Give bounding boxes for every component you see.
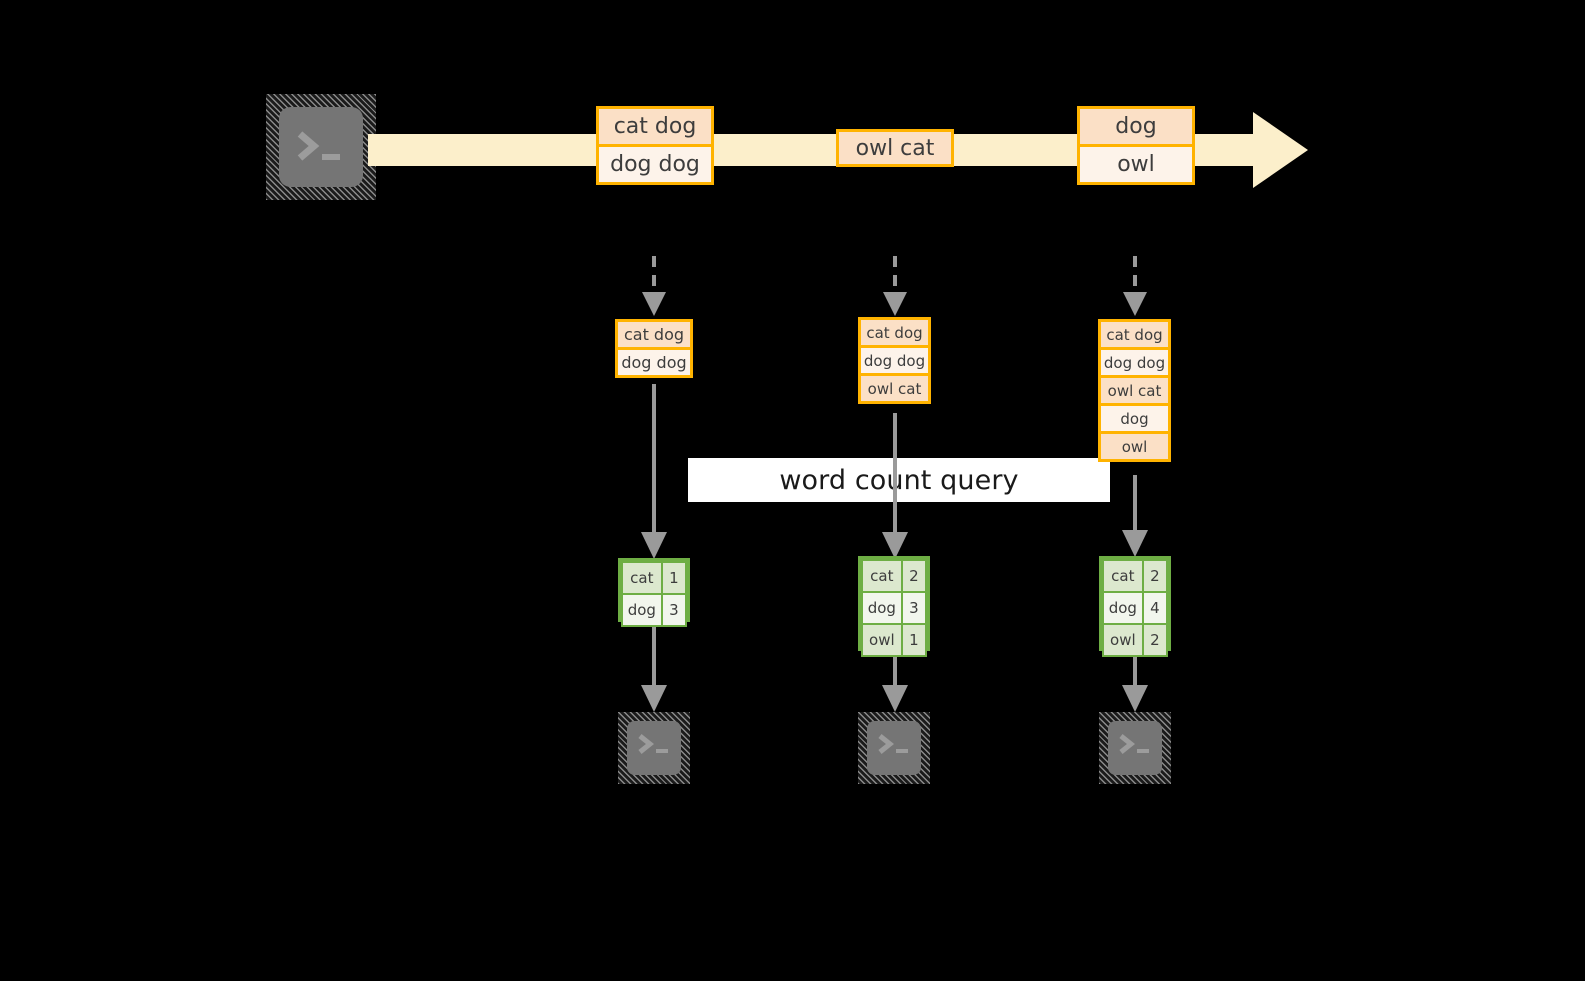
input-line: owl cat [858, 373, 931, 404]
stream-event-line: dog [1077, 106, 1195, 147]
query-label-band: word count query [688, 458, 1110, 502]
result-word: cat [1102, 559, 1144, 593]
input-line: cat dog [858, 317, 931, 348]
table-row[interactable]: owl 1 [861, 623, 928, 657]
stream-event-1[interactable]: cat dog dog dog [596, 106, 714, 185]
solid-connector-input-to-result-3 [1115, 475, 1155, 559]
stream-event-line: cat dog [596, 106, 714, 147]
input-stack-t3[interactable]: cat dog dog dog owl cat dog owl [1098, 319, 1171, 462]
stream-event-line: dog dog [596, 144, 714, 185]
result-word: dog [861, 591, 903, 625]
result-count: 1 [660, 561, 688, 595]
dashed-connector-2 [875, 256, 915, 318]
stream-event-line: owl cat [836, 129, 954, 167]
result-word: dog [621, 593, 663, 627]
result-table-t3[interactable]: cat 2 dog 4 owl 2 [1099, 556, 1171, 657]
table-row[interactable]: cat 2 [1102, 559, 1169, 593]
input-line: owl [1098, 431, 1171, 462]
result-count: 3 [660, 593, 688, 627]
input-line: dog dog [858, 345, 931, 376]
solid-connector-input-to-result-2 [875, 413, 915, 561]
result-word: owl [1102, 623, 1144, 657]
result-count: 2 [1141, 623, 1169, 657]
terminal-body [866, 720, 922, 776]
input-line: cat dog [1098, 319, 1171, 350]
terminal-body [279, 106, 363, 188]
stream-event-line: owl [1077, 144, 1195, 185]
input-line: dog [1098, 403, 1171, 434]
dashed-connector-1 [634, 256, 674, 318]
result-word: owl [861, 623, 903, 657]
table-row[interactable]: dog 3 [621, 593, 688, 627]
input-line: dog dog [615, 347, 693, 378]
result-word: cat [621, 561, 663, 595]
table-row[interactable]: owl 2 [1102, 623, 1169, 657]
result-table-t1[interactable]: cat 1 dog 3 [618, 558, 690, 627]
result-table-t2[interactable]: cat 2 dog 3 owl 1 [858, 556, 930, 657]
stream-event-3[interactable]: dog owl [1077, 106, 1195, 185]
result-count: 2 [1141, 559, 1169, 593]
input-stack-t1[interactable]: cat dog dog dog [615, 319, 693, 378]
solid-connector-result-to-sink-1 [634, 622, 674, 714]
table-row[interactable]: cat 1 [621, 561, 688, 595]
terminal-prompt-glyph [1099, 712, 1171, 784]
solid-connector-result-to-sink-3 [1115, 651, 1155, 714]
table-row[interactable]: dog 4 [1102, 591, 1169, 625]
solid-connector-input-to-result-1 [634, 384, 674, 561]
input-line: cat dog [615, 319, 693, 350]
stream-event-2[interactable]: owl cat [836, 129, 954, 167]
result-count: 1 [900, 623, 928, 657]
input-line: owl cat [1098, 375, 1171, 406]
result-word: dog [1102, 591, 1144, 625]
input-line: dog dog [1098, 347, 1171, 378]
query-label-text: word count query [779, 464, 1019, 496]
input-stack-t2[interactable]: cat dog dog dog owl cat [858, 317, 931, 404]
terminal-body [1107, 720, 1163, 776]
source-terminal-icon[interactable] [266, 94, 376, 200]
table-row[interactable]: dog 3 [861, 591, 928, 625]
result-count: 2 [900, 559, 928, 593]
sink-terminal-icon-t3[interactable] [1099, 712, 1171, 784]
result-count: 3 [900, 591, 928, 625]
dashed-connector-3 [1115, 256, 1155, 318]
sink-terminal-icon-t2[interactable] [858, 712, 930, 784]
terminal-prompt-glyph [618, 712, 690, 784]
terminal-prompt-glyph [266, 94, 376, 200]
terminal-body [626, 720, 682, 776]
result-count: 4 [1141, 591, 1169, 625]
table-row[interactable]: cat 2 [861, 559, 928, 593]
result-word: cat [861, 559, 903, 593]
sink-terminal-icon-t1[interactable] [618, 712, 690, 784]
solid-connector-result-to-sink-2 [875, 651, 915, 714]
terminal-prompt-glyph [858, 712, 930, 784]
